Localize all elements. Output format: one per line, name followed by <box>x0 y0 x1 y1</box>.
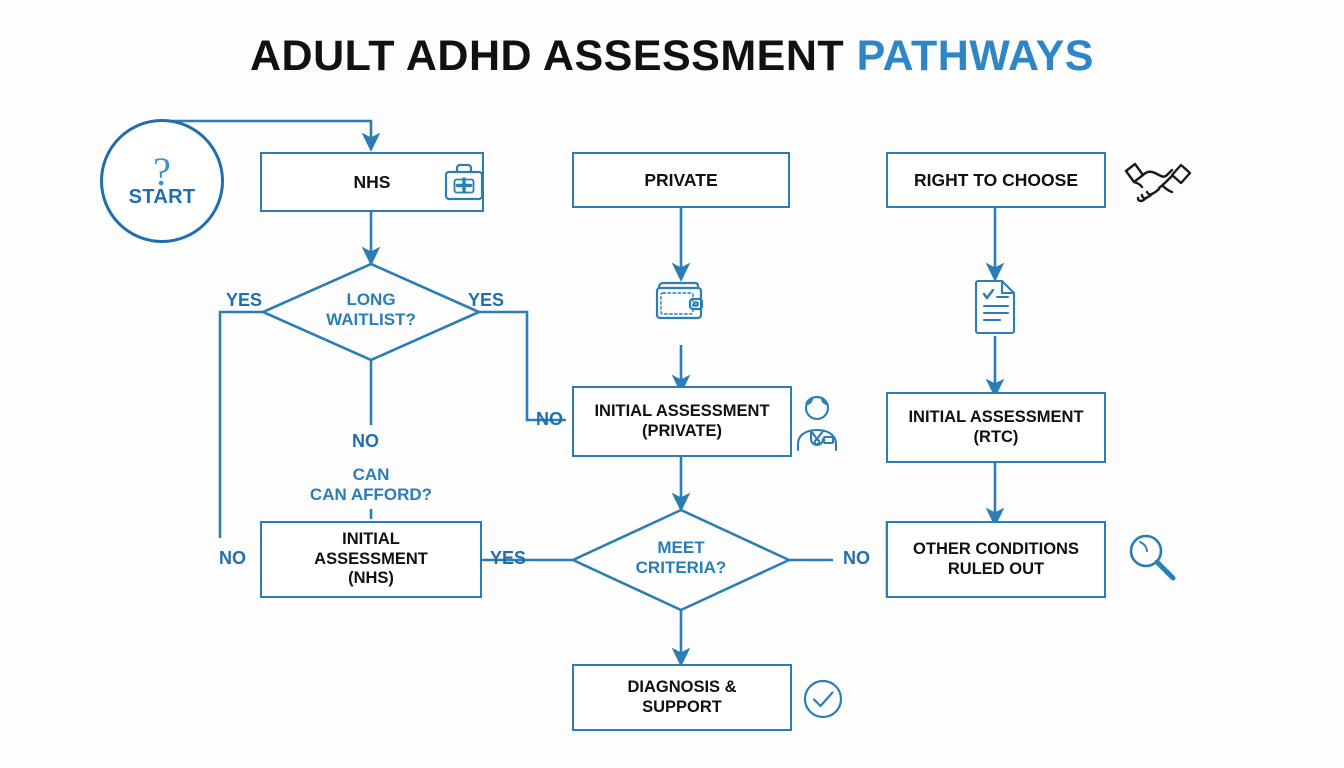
edge-waitlist-yes-left <box>218 310 263 538</box>
node-rtc-label: RIGHT TO CHOOSE <box>914 169 1078 190</box>
shape-diamond-waitlist <box>259 262 483 362</box>
node-nhs[interactable]: NHS <box>260 152 484 212</box>
node-nhs-label: NHS <box>353 171 391 192</box>
check-circle-icon <box>802 678 844 725</box>
handshake-icon <box>1123 155 1193 216</box>
node-diagnosis-support[interactable]: DIAGNOSIS & SUPPORT <box>572 664 792 731</box>
node-private[interactable]: PRIVATE <box>572 152 790 208</box>
page-title: ADULT ADHD ASSESSMENT PATHWAYS <box>0 32 1344 81</box>
node-right-to-choose[interactable]: RIGHT TO CHOOSE <box>886 152 1106 208</box>
start-label: START <box>128 185 196 208</box>
edge-label-waitlist-yes-right: YES <box>468 290 505 310</box>
node-ia-rtc-label: INITIAL ASSESSMENT (RTC) <box>908 408 1084 446</box>
wallet-icon <box>650 272 712 339</box>
edge-label-private-no: NO <box>536 409 563 429</box>
node-ia-nhs-label: INITIAL ASSESSMENT (NHS) <box>314 530 428 588</box>
magnifier-icon <box>1124 529 1182 592</box>
node-ia-private-label: INITIAL ASSESSMENT (PRIVATE) <box>594 402 770 440</box>
shape-diamond-criteria <box>569 508 793 612</box>
edge-label-waitlist-no: NO <box>352 431 379 451</box>
node-initial-assessment-nhs[interactable]: INITIAL ASSESSMENT (NHS) <box>260 521 482 598</box>
edge-waitlist-yes-right <box>479 310 566 422</box>
node-other-conditions-label: OTHER CONDITIONS RULED OUT <box>913 540 1079 578</box>
start-node[interactable]: ? START <box>100 119 224 243</box>
title-accent: PATHWAYS <box>856 32 1094 80</box>
node-initial-assessment-rtc[interactable]: INITIAL ASSESSMENT (RTC) <box>886 392 1106 463</box>
title-main: ADULT ADHD ASSESSMENT <box>249 32 845 80</box>
medical-kit-icon <box>441 160 487 209</box>
question-mark-icon: ? <box>153 148 171 194</box>
edge-label-afford-no: NO <box>219 548 246 568</box>
node-initial-assessment-private[interactable]: INITIAL ASSESSMENT (PRIVATE) <box>572 386 792 457</box>
edge-label-waitlist-yes-left: YES <box>226 290 263 310</box>
edge-label-afford-yes: YES <box>490 548 527 568</box>
node-private-label: PRIVATE <box>644 169 718 190</box>
document-icon <box>970 277 1020 340</box>
node-diagnosis-label: DIAGNOSIS & SUPPORT <box>627 678 737 716</box>
edge-label-criteria-no: NO <box>843 548 870 568</box>
node-other-conditions[interactable]: OTHER CONDITIONS RULED OUT <box>886 521 1106 598</box>
doctor-icon <box>791 390 843 459</box>
